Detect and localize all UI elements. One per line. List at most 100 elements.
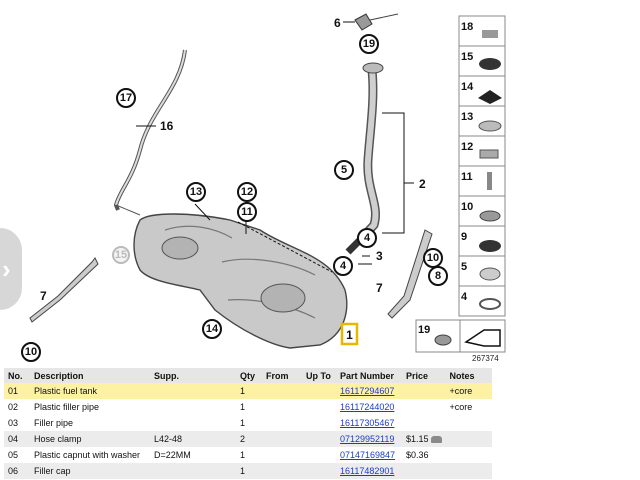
part-number-link[interactable]: 16117294607	[340, 386, 395, 396]
col-notes: Notes	[445, 368, 492, 383]
svg-text:14: 14	[461, 81, 474, 93]
parts-diagram: 17 16 13 12 11 15 7 10 14 1 6 19 5 2 4 3…	[21, 13, 506, 363]
svg-text:11: 11	[461, 171, 473, 183]
row-notes: +core	[445, 383, 492, 399]
chevron-right-icon: ›	[2, 254, 11, 284]
row-notes	[445, 415, 492, 431]
row-upto	[302, 383, 336, 399]
row-notes	[445, 431, 492, 447]
part-number-link[interactable]: 07129952119	[340, 434, 395, 444]
row-supp	[150, 463, 236, 479]
table-row[interactable]: 04 Hose clamp L42-48 2 07129952119 $1.15	[4, 431, 492, 447]
callout-12: 11	[237, 202, 257, 222]
callout-18: 17	[116, 88, 136, 108]
svg-text:9: 9	[461, 231, 467, 243]
row-from	[262, 431, 302, 447]
row-no: 01	[4, 383, 30, 399]
row-notes	[445, 463, 492, 479]
svg-text:12: 12	[241, 186, 253, 198]
row-qty: 2	[236, 431, 262, 447]
bracket-8	[29, 257, 99, 323]
svg-text:10: 10	[461, 201, 473, 213]
svg-text:17: 17	[120, 92, 132, 104]
row-qty: 1	[236, 447, 262, 463]
callout-1-box: 1	[340, 322, 359, 346]
row-description: Plastic fuel tank	[30, 383, 150, 399]
label-3: 3	[376, 249, 383, 263]
row-from	[262, 415, 302, 431]
car-icon[interactable]	[430, 436, 442, 444]
row-price: $0.36	[402, 447, 446, 463]
row-from	[262, 399, 302, 415]
row-no: 04	[4, 431, 30, 447]
svg-text:19: 19	[418, 324, 430, 336]
part-number-link[interactable]: 16117482901	[340, 466, 395, 476]
svg-text:15: 15	[115, 249, 127, 261]
row-no: 03	[4, 415, 30, 431]
callout-16: 15	[112, 246, 130, 264]
row-upto	[302, 463, 336, 479]
row-upto	[302, 431, 336, 447]
row-qty: 1	[236, 415, 262, 431]
svg-text:1: 1	[346, 328, 353, 342]
callout-5: 5	[334, 160, 354, 180]
parts-table: No. Description Supp. Qty From Up To Par…	[4, 368, 492, 479]
part-number-link[interactable]: 07147169847	[340, 450, 396, 460]
row-qty: 1	[236, 399, 262, 415]
col-supp: Supp.	[150, 368, 236, 383]
callout-13: 12	[237, 182, 257, 202]
row-description: Hose clamp	[30, 431, 150, 447]
row-price	[402, 415, 446, 431]
svg-text:19: 19	[363, 38, 375, 50]
svg-text:11: 11	[241, 206, 253, 218]
row-supp	[150, 399, 236, 415]
col-from: From	[262, 368, 302, 383]
row-no: 02	[4, 399, 30, 415]
table-header: No. Description Supp. Qty From Up To Par…	[4, 368, 492, 383]
callout-4b: 4	[333, 256, 353, 276]
svg-text:12: 12	[461, 141, 473, 153]
svg-text:4: 4	[364, 232, 371, 244]
side-tab[interactable]: ›	[0, 228, 22, 310]
breather-hose	[113, 49, 187, 211]
row-description: Filler cap	[30, 463, 150, 479]
table-row[interactable]: 06 Filler cap 1 16117482901	[4, 463, 492, 479]
callout-19: 19	[359, 34, 379, 54]
svg-text:15: 15	[461, 51, 473, 63]
label-6: 6	[334, 16, 341, 30]
label-7: 7	[376, 281, 383, 295]
svg-text:13: 13	[461, 111, 473, 123]
label-8: 7	[40, 289, 47, 303]
svg-text:10: 10	[25, 346, 37, 358]
callout-4a: 4	[357, 228, 377, 248]
row-from	[262, 383, 302, 399]
svg-text:18: 18	[461, 21, 473, 33]
svg-text:10: 10	[427, 252, 439, 264]
callout-15: 14	[202, 319, 222, 339]
table-row[interactable]: 02 Plastic filler pipe 1 16117244020 +co…	[4, 399, 492, 415]
fuel-tank	[133, 213, 348, 349]
part-number-link[interactable]: 16117305467	[340, 418, 395, 428]
svg-text:5: 5	[461, 261, 467, 273]
row-price: $1.15	[406, 434, 429, 444]
label-2: 2	[419, 177, 426, 191]
row-upto	[302, 399, 336, 415]
svg-text:13: 13	[190, 186, 202, 198]
callout-10: 10	[423, 248, 443, 268]
row-from	[262, 463, 302, 479]
part-number-link[interactable]: 16117244020	[340, 402, 395, 412]
row-supp	[150, 383, 236, 399]
row-price	[402, 399, 446, 415]
callout-9: 8	[428, 266, 448, 286]
table-row[interactable]: 03 Filler pipe 1 16117305467	[4, 415, 492, 431]
col-upto: Up To	[302, 368, 336, 383]
table-row[interactable]: 01 Plastic fuel tank 1 16117294607 +core	[4, 383, 492, 399]
table-row[interactable]: 05 Plastic capnut with washer D=22MM 1 0…	[4, 447, 492, 463]
row-supp	[150, 415, 236, 431]
callout-14: 13	[186, 182, 206, 202]
row-notes	[445, 447, 492, 463]
row-notes: +core	[445, 399, 492, 415]
col-qty: Qty	[236, 368, 262, 383]
svg-text:4: 4	[461, 291, 468, 303]
col-no: No.	[4, 368, 30, 383]
